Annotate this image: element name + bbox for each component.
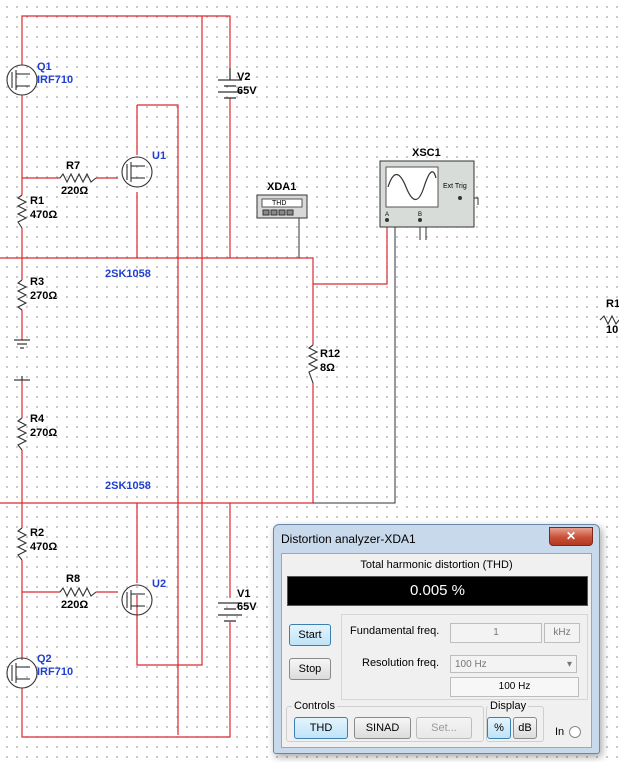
resolution-selected-value: 100 Hz <box>455 659 487 670</box>
controls-group-label: Controls <box>292 700 337 712</box>
wire-to-scope <box>313 227 388 285</box>
battery-symbols <box>218 68 242 622</box>
r12-ref-label: R12 <box>320 348 341 360</box>
thd-caption: Total harmonic distortion (THD) <box>360 559 513 571</box>
display-group-label: Display <box>488 700 529 712</box>
u1-model-label: 2SK1058 <box>105 268 151 280</box>
r-edge-value-label: 10 <box>606 324 619 336</box>
xsc1-ref-label: XSC1 <box>412 147 441 159</box>
r7-ref-label: R7 <box>66 160 81 172</box>
resistor-edge-symbol <box>599 314 619 326</box>
r8-ref-label: R8 <box>66 573 81 585</box>
resistor-r1-symbol <box>16 194 28 229</box>
r2-ref-label: R2 <box>30 527 45 539</box>
xda1-ref-label: XDA1 <box>267 181 297 193</box>
window-client: Total harmonic distortion (THD) 0.005 % … <box>281 553 592 748</box>
r4-value-label: 270Ω <box>30 427 58 439</box>
mosfet-u2-symbol <box>121 584 153 616</box>
r1-ref-label: R1 <box>30 195 45 207</box>
mosfet-q1-symbol <box>6 64 38 96</box>
r2-value-label: 470Ω <box>30 541 58 553</box>
window-title: Distortion analyzer-XDA1 <box>281 532 416 546</box>
window-titlebar[interactable]: Distortion analyzer-XDA1 ✕ <box>274 525 599 551</box>
r4-ref-label: R4 <box>30 413 45 425</box>
resolution-freq-label: Resolution freq. <box>362 657 440 669</box>
xsc1-exttrig-label: Ext Trig <box>443 183 467 190</box>
u2-ref-label: U2 <box>152 578 167 590</box>
xda1-instrument[interactable] <box>256 194 308 219</box>
resistor-r2-symbol <box>16 527 28 561</box>
resistor-r3-symbol <box>16 279 28 311</box>
thd-mode-button[interactable]: THD <box>294 717 348 739</box>
db-display-button[interactable]: dB <box>513 717 537 739</box>
close-icon: ✕ <box>565 529 577 543</box>
v2-ref-label: V2 <box>237 71 251 83</box>
wire-output-node <box>0 257 314 345</box>
sinad-mode-button[interactable]: SINAD <box>354 717 411 739</box>
percent-display-button[interactable]: % <box>487 717 511 739</box>
v1-value-label: 65V <box>237 601 257 613</box>
controls-group <box>286 706 484 742</box>
scope-b-wire <box>313 227 396 504</box>
u1-ref-label: U1 <box>152 150 167 162</box>
wire-bottom-rail <box>21 622 231 738</box>
fundamental-freq-label: Fundamental freq. <box>350 625 440 637</box>
xsc1-channel-b-label: B <box>418 212 423 218</box>
resistor-r4-symbol <box>16 417 28 451</box>
r1-value-label: 470Ω <box>30 209 58 221</box>
resistor-symbols <box>16 172 619 598</box>
stop-button[interactable]: Stop <box>289 658 331 680</box>
r3-value-label: 270Ω <box>30 290 58 302</box>
mosfet-u1-symbol <box>121 156 153 188</box>
v1-ref-label: V1 <box>237 588 251 600</box>
wire-u2-drain <box>136 16 203 666</box>
start-button[interactable]: Start <box>289 624 331 646</box>
resistor-r7-symbol <box>59 172 97 184</box>
r3-ref-label: R3 <box>30 276 45 288</box>
q2-ref-label: Q2 <box>37 653 52 665</box>
fundamental-freq-input[interactable]: 1 <box>450 623 542 643</box>
close-button[interactable]: ✕ <box>549 527 593 546</box>
resistor-r12-symbol <box>307 344 319 384</box>
input-terminal-label: In <box>555 726 565 738</box>
fundamental-unit-select[interactable]: kHz <box>544 623 580 643</box>
u2-model-label: 2SK1058 <box>105 480 151 492</box>
xsc1-channel-a-label: A <box>385 212 390 218</box>
r8-value-label: 220Ω <box>61 599 89 611</box>
r-edge-ref-label: R1 <box>606 298 619 310</box>
mosfet-symbols <box>6 64 153 689</box>
set-button[interactable]: Set... <box>416 717 472 739</box>
input-terminal-icon[interactable] <box>569 726 581 738</box>
parameters-panel: Fundamental freq. 1 kHz Resolution freq.… <box>341 614 588 700</box>
thd-readout: 0.005 % <box>287 576 588 606</box>
xda1-screen-label: THD <box>272 200 287 207</box>
mosfet-q2-symbol <box>6 657 38 689</box>
v2-value-label: 65V <box>237 85 257 97</box>
wire-u1-drain <box>137 104 179 735</box>
xsc1-oscilloscope[interactable] <box>379 160 475 228</box>
r7-value-label: 220Ω <box>61 185 89 197</box>
r12-value-label: 8Ω <box>320 362 335 374</box>
q2-model-label: IRF710 <box>37 666 74 678</box>
resolution-freq-select[interactable]: 100 Hz ▾ <box>450 655 577 673</box>
ground-symbols <box>14 339 30 381</box>
resolution-readout: 100 Hz <box>450 677 579 697</box>
chevron-down-icon: ▾ <box>566 659 572 670</box>
wire-top-rail <box>21 15 231 68</box>
wire-output-bottom <box>0 383 314 504</box>
q1-ref-label: Q1 <box>37 61 52 73</box>
q1-model-label: IRF710 <box>37 74 74 86</box>
distortion-analyzer-window[interactable]: Distortion analyzer-XDA1 ✕ Total harmoni… <box>273 524 600 754</box>
resistor-r8-symbol <box>59 586 97 598</box>
